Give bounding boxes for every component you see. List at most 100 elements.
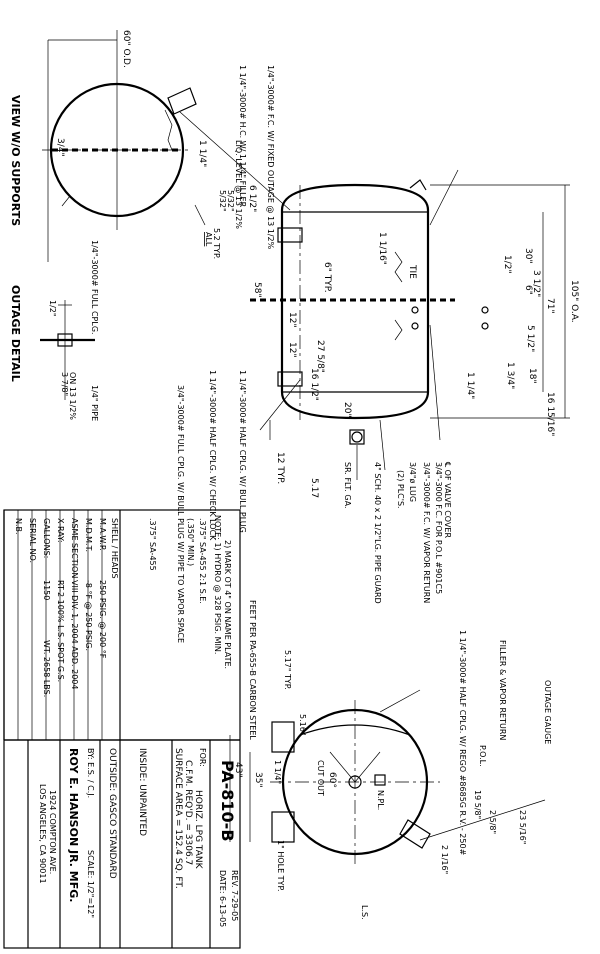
- for-label: FOR:: [198, 748, 207, 767]
- shell-min: (.350" MIN.): [186, 518, 195, 566]
- weight: WT. 2658 LBS.: [42, 640, 51, 697]
- row-label: M.D.M.T.: [84, 518, 93, 552]
- cutout-line: [329, 751, 356, 783]
- callout-pipe-guard: 4" SCH. 40 x 2 1/2"LG. PIPE GUARD: [373, 462, 382, 604]
- dim-1-1-4-b: 1 1/4": [465, 372, 475, 399]
- od-label: 60" O.D.: [121, 30, 131, 68]
- callout-hc: 1 1/4"-3000# H.C. W/ 1 1/4" FILLER: [238, 65, 247, 208]
- dim-58: 58": [252, 282, 262, 298]
- dim-5-17: 5.17: [309, 478, 319, 498]
- outage-cplg-label: 1/4"-3000# FULL CPLG.: [90, 240, 99, 335]
- oa-dim: 105" O.A.: [569, 280, 579, 323]
- dim-43: 43": [233, 762, 243, 778]
- outage-pipe-label: 1/4" PIPE: [90, 385, 99, 421]
- row-label: M.A.W.P.: [98, 518, 107, 551]
- foot-lower: [271, 811, 295, 843]
- fitting: [411, 306, 419, 314]
- shell-spec: .375" SA-455 2:1 S.E.: [198, 518, 207, 604]
- row-value: RT-2 100% L.S. SPOT G.S.: [56, 580, 65, 682]
- company: ROY E. HANSON JR. MFG.: [67, 748, 80, 902]
- row-label: GALLONS:: [42, 518, 51, 558]
- scale: SCALE: 1/2"=12": [86, 850, 95, 918]
- cfm: C.F.M. REQ'D. = 3306.7: [183, 760, 193, 865]
- tie-label: TIE: [407, 264, 417, 279]
- rev: REV. 7-29-05: [230, 870, 239, 921]
- dim-1-3-4: 1 3/4": [505, 362, 515, 389]
- spec-rows: M.A.W.P. 250 PSIG. @ 200 °F M.D.M.T. -8 …: [14, 510, 107, 740]
- cutout-line: [354, 751, 381, 783]
- fitting: [481, 306, 489, 314]
- break-line: [164, 109, 173, 151]
- valve-center: [348, 775, 362, 789]
- row-label: ASME SECTION: [70, 518, 79, 578]
- dim-19-5-8: 19 5/8": [473, 790, 482, 819]
- address-2: LOS ANGELES, CA 90011: [38, 784, 47, 884]
- dim-5-1-2: 5 1/2": [525, 325, 535, 352]
- dim-5-2-typ: 5.2 TYP.: [212, 228, 221, 259]
- row-label: X-RAY:: [56, 518, 65, 543]
- callout-full-cplg-vapor: 3/4"-3000# FULL CPLG. W/ BULL PLUG W/ PI…: [176, 385, 185, 643]
- row-label: SERIAL NO.: [28, 518, 37, 563]
- heads-spec: .375" SA-455: [148, 518, 157, 571]
- head-view: 43" 35" 60° CUT OUT N.PL. 5.16" 5.17" TY…: [229, 600, 552, 920]
- break-line: [394, 319, 403, 341]
- callout-half-cplg-plug: 1 1/4"-3000# HALF CPLG. W/ BULL PLUG: [238, 370, 247, 533]
- cut-out-label: CUT OUT: [316, 760, 325, 796]
- head-flange: [299, 724, 411, 736]
- dim-27-5-8: 27 5/8": [315, 340, 325, 373]
- foot-upper: [271, 721, 295, 753]
- npl-label: N.PL.: [376, 790, 385, 810]
- callout-outage-gauge: OUTAGE GAUGE: [543, 680, 552, 744]
- end-view-title: VIEW W/O SUPPORTS: [9, 95, 22, 226]
- inside: INSIDE: UNPAINTED: [137, 748, 147, 836]
- leader: [379, 689, 421, 713]
- break-line: [394, 251, 403, 283]
- dim-5-17-typ: 5.17" TYP.: [283, 650, 292, 690]
- weld-notes: 5/32" 5/32" 5.2 TYP. ALL: [194, 190, 235, 259]
- fitting-nozzle: [409, 179, 427, 191]
- dim-1-hole: 1" HOLE TYP.: [276, 840, 285, 892]
- dim-5-32-b: 5/32": [218, 190, 227, 212]
- note-2: 2) MARK OT 4" ON NAME PLATE.: [223, 540, 232, 669]
- fitting: [411, 322, 419, 330]
- dim-18: 18": [527, 368, 537, 384]
- rv-leader: [419, 799, 546, 841]
- callout-feet-per: FEET PER PA-655-B CARBON STEEL: [248, 600, 257, 740]
- pol-label: P.O.L.: [478, 745, 487, 767]
- dim-1-1-4: 1 1/4": [197, 140, 207, 167]
- callout-float-gauge: SR. FLT. GA.: [343, 462, 352, 509]
- dim-12b: 12": [287, 342, 297, 358]
- callout-pol-fc: 3/4"-3000 F.C. FOR P.O.L #901C5: [434, 462, 443, 594]
- callout-rego: 1 1/4"-3000# HALF CPLG. W/ REGO #8685G R…: [458, 630, 467, 856]
- callout-check-lock: 1 1/4"-3000# HALF CPLG. W/ CHECK LOCK: [208, 370, 217, 541]
- support-bottom: [277, 371, 303, 387]
- callout-valve-cover: ℄ OF VALVE COVER: [443, 462, 452, 538]
- dim-6-typ: 6" TYP.: [322, 262, 332, 293]
- dim-30: 30": [523, 248, 533, 264]
- dim-2-5-8: 2 5/8": [488, 810, 497, 834]
- address-1: 1924 COMPTON AVE.: [48, 790, 57, 874]
- callout-lug: 3/4"ø LUG: [408, 462, 417, 502]
- break-line: [59, 184, 71, 207]
- fitting: [481, 322, 489, 330]
- dim-1-2-b: 1/2": [502, 255, 512, 274]
- leader: [194, 204, 206, 226]
- dim-5-16: 5.16": [298, 714, 307, 736]
- dim-5-32: 5/32": [226, 190, 235, 212]
- product: HORIZ. LPG TANK: [193, 790, 203, 870]
- dim-12a: 12": [287, 312, 297, 328]
- drawing-number: PA-810-B: [218, 760, 237, 842]
- by: BY: E.S. / C.J.: [86, 748, 95, 798]
- dim-16-1-2: 16 1/2": [309, 368, 319, 401]
- row-value: -8 °F @ 250 PSIG.: [84, 580, 93, 651]
- surface-area: SURFACE AREA = 152.4 SQ. FT.: [173, 748, 183, 889]
- upper-callouts: 1 1/4"-3000# H.C. W/ 1 1/4" FILLER 1/4"-…: [234, 65, 275, 250]
- dim-35: 35": [253, 772, 263, 788]
- row-value: 1150: [42, 580, 51, 600]
- lower-callouts: ℄ OF VALVE COVER 3/4"-3000 F.C. FOR P.O.…: [176, 370, 452, 643]
- relief-valve: [399, 819, 431, 849]
- dim-23-5-16: 23 5/16": [518, 810, 527, 844]
- title-block: NOTE: 1) HYDRO @ 328 PSIG. MIN. 2) MARK …: [3, 509, 241, 949]
- row-value: VIII DIV. 1, 2004 ADD. 2004: [70, 580, 79, 689]
